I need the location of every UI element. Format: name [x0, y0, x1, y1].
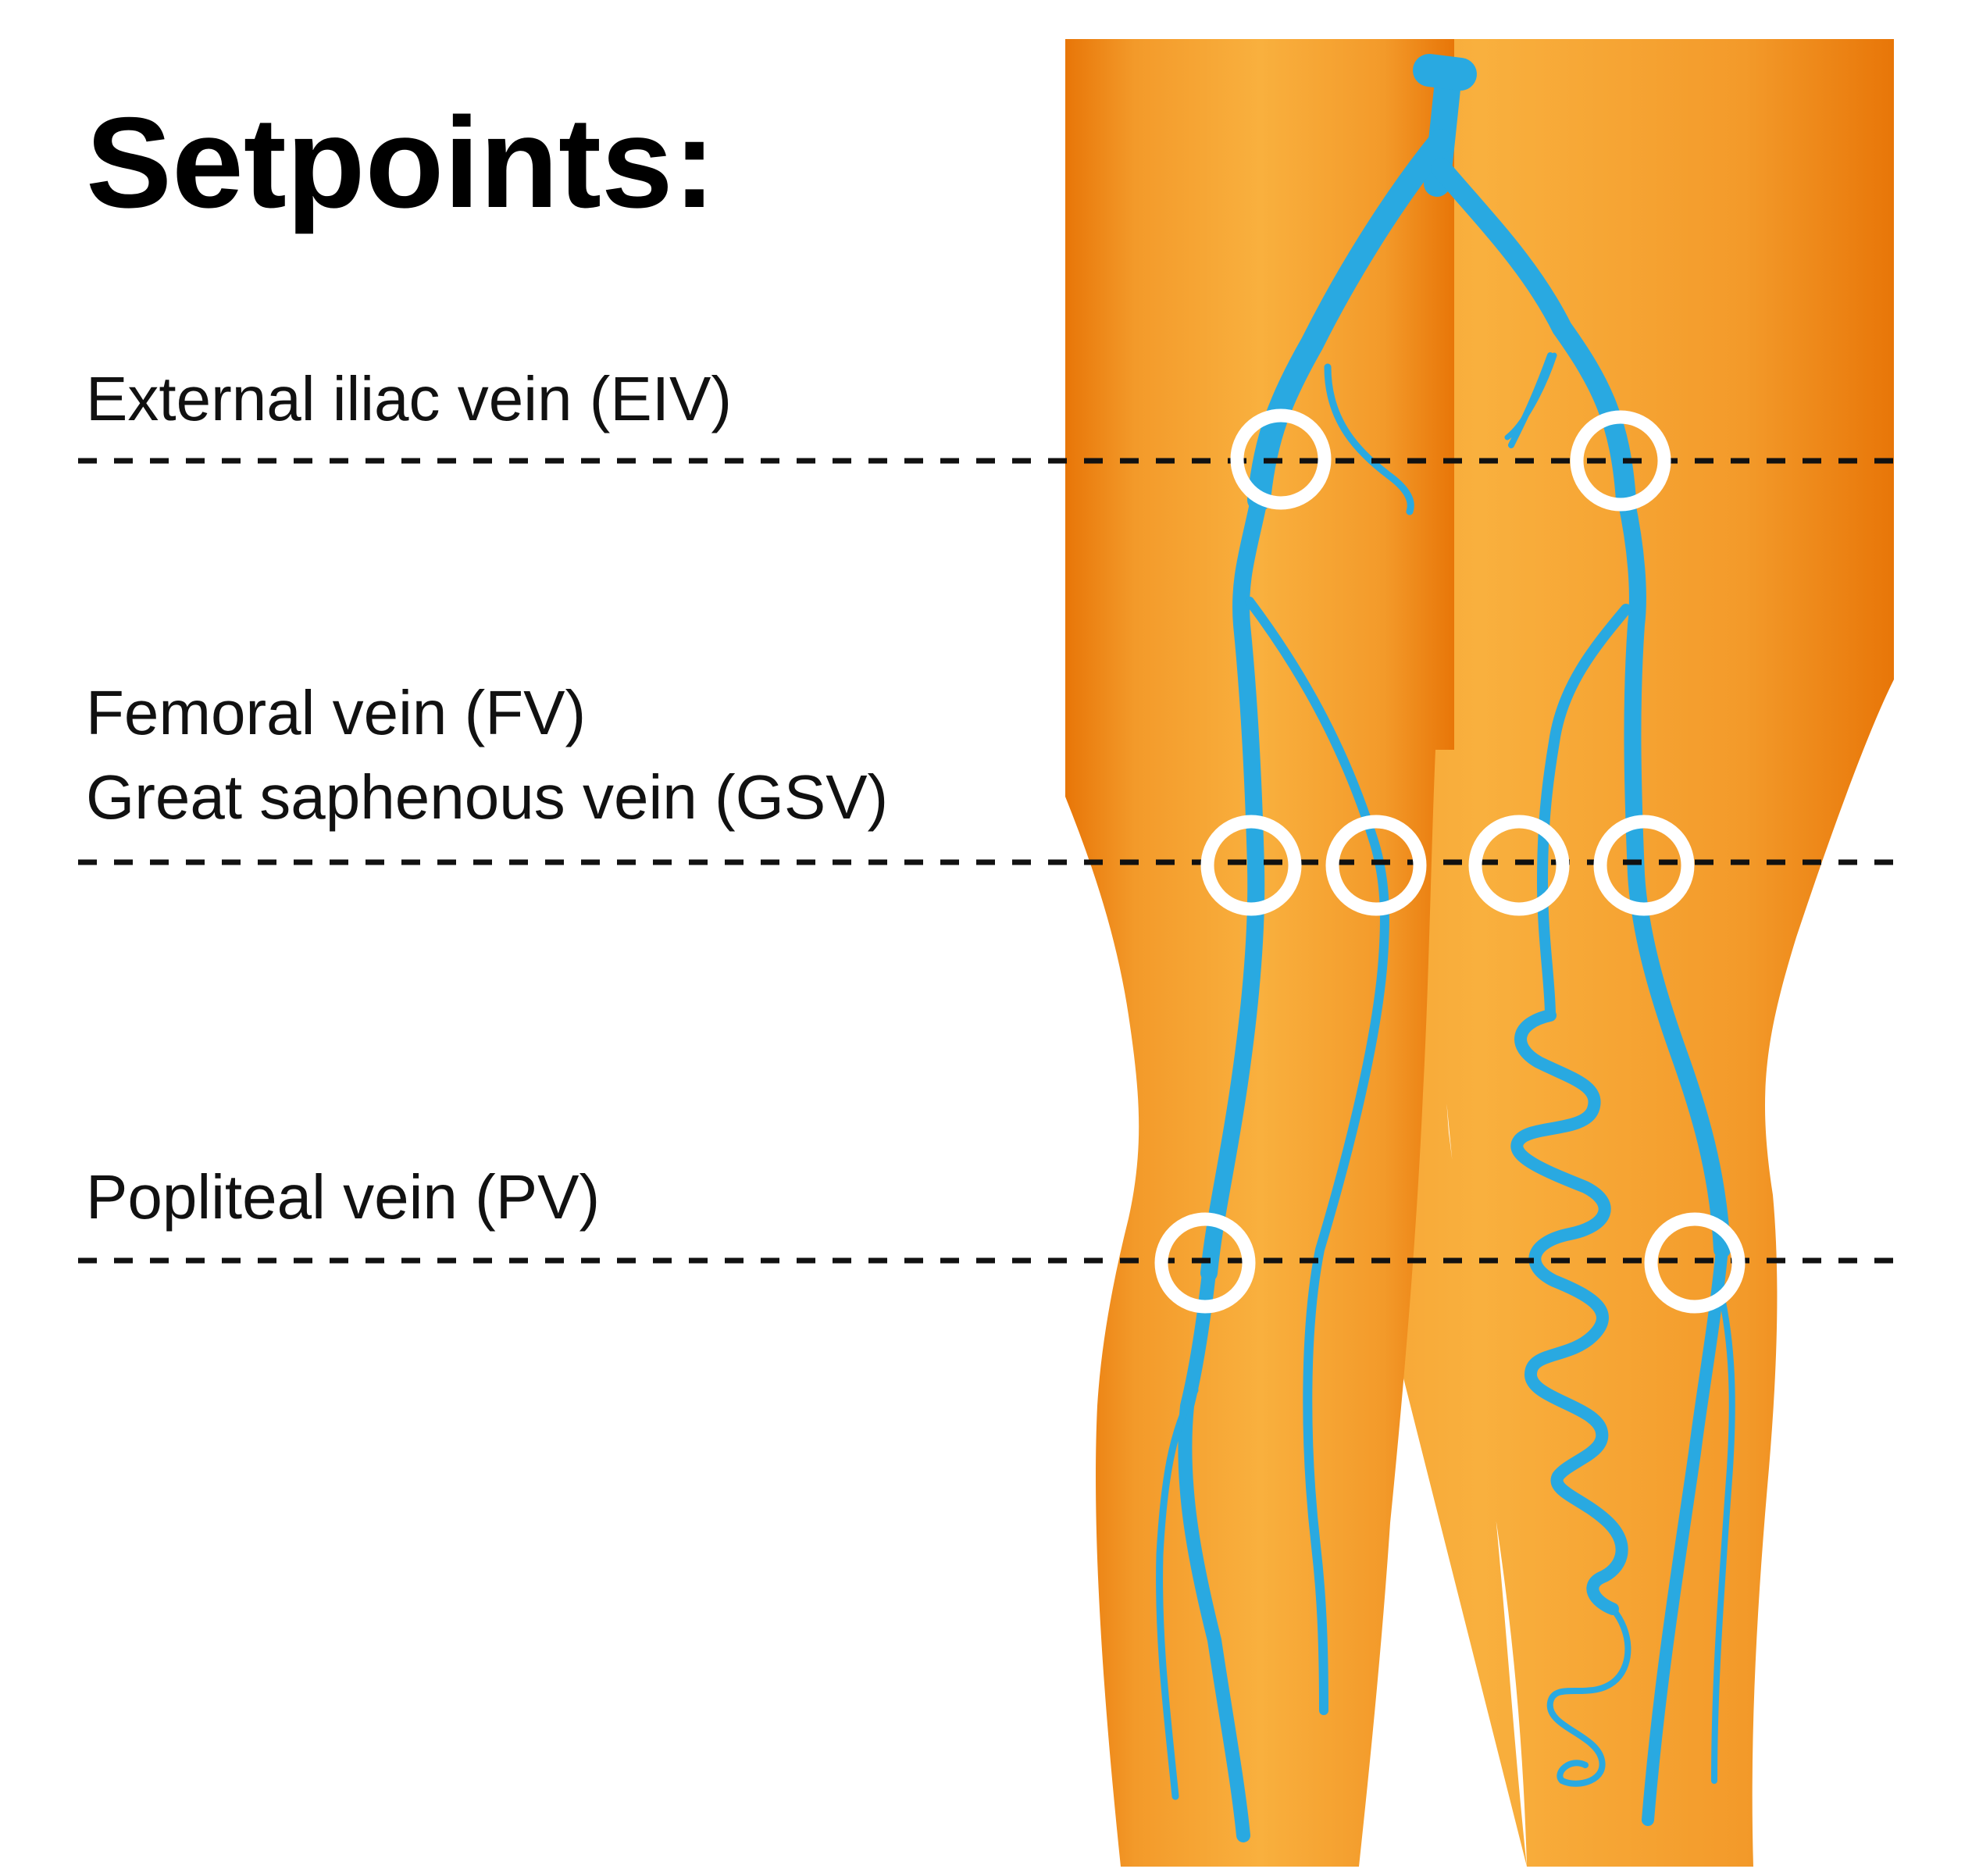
vein-left-femoral [1200, 491, 1268, 1282]
label-gsv: Great saphenous vein (GSV) [86, 762, 888, 832]
vein-left-popliteal [1178, 1266, 1250, 1842]
ring-marker-icon [1325, 815, 1427, 916]
ring-marker-icon [1593, 815, 1695, 916]
vein-left-calf-branch [1156, 1386, 1199, 1800]
label-pv: Popliteal vein (PV) [86, 1162, 600, 1232]
vein-trunk-top [1413, 54, 1477, 91]
vein-left-iliac-branch [1324, 363, 1414, 515]
vein-right-femoral [1617, 491, 1731, 1258]
ring-marker-icon [1200, 815, 1302, 916]
vein-right-varicose-tail [1546, 1606, 1631, 1787]
vein-right-iliac-branch-2 [1504, 352, 1557, 440]
vein-right-popliteal [1642, 1243, 1728, 1826]
ring-marker-icon [1570, 410, 1671, 512]
vein-right-calf-branch [1711, 1278, 1735, 1784]
legs-silhouette [1065, 39, 1894, 1867]
vein-right-gsv [1537, 604, 1631, 1021]
ring-marker-icon [1468, 815, 1570, 916]
setpoint-guides [78, 458, 1894, 1264]
vein-left-iliac [1247, 129, 1453, 512]
vein-left-gsv [1245, 597, 1389, 1715]
label-eiv: External iliac vein (EIV) [86, 364, 732, 433]
ring-marker-icon [1154, 1212, 1256, 1314]
ring-marker-icon [1230, 408, 1332, 510]
setpoint-markers [1154, 408, 1746, 1314]
label-fv: Femoral vein (FV) [86, 678, 586, 747]
ring-marker-icon [1644, 1212, 1746, 1314]
page-title: Setpoints: [86, 91, 716, 234]
vein-right-varicose [1510, 1009, 1628, 1615]
vein-right-iliac [1431, 158, 1636, 510]
vein-network [1156, 54, 1735, 1842]
